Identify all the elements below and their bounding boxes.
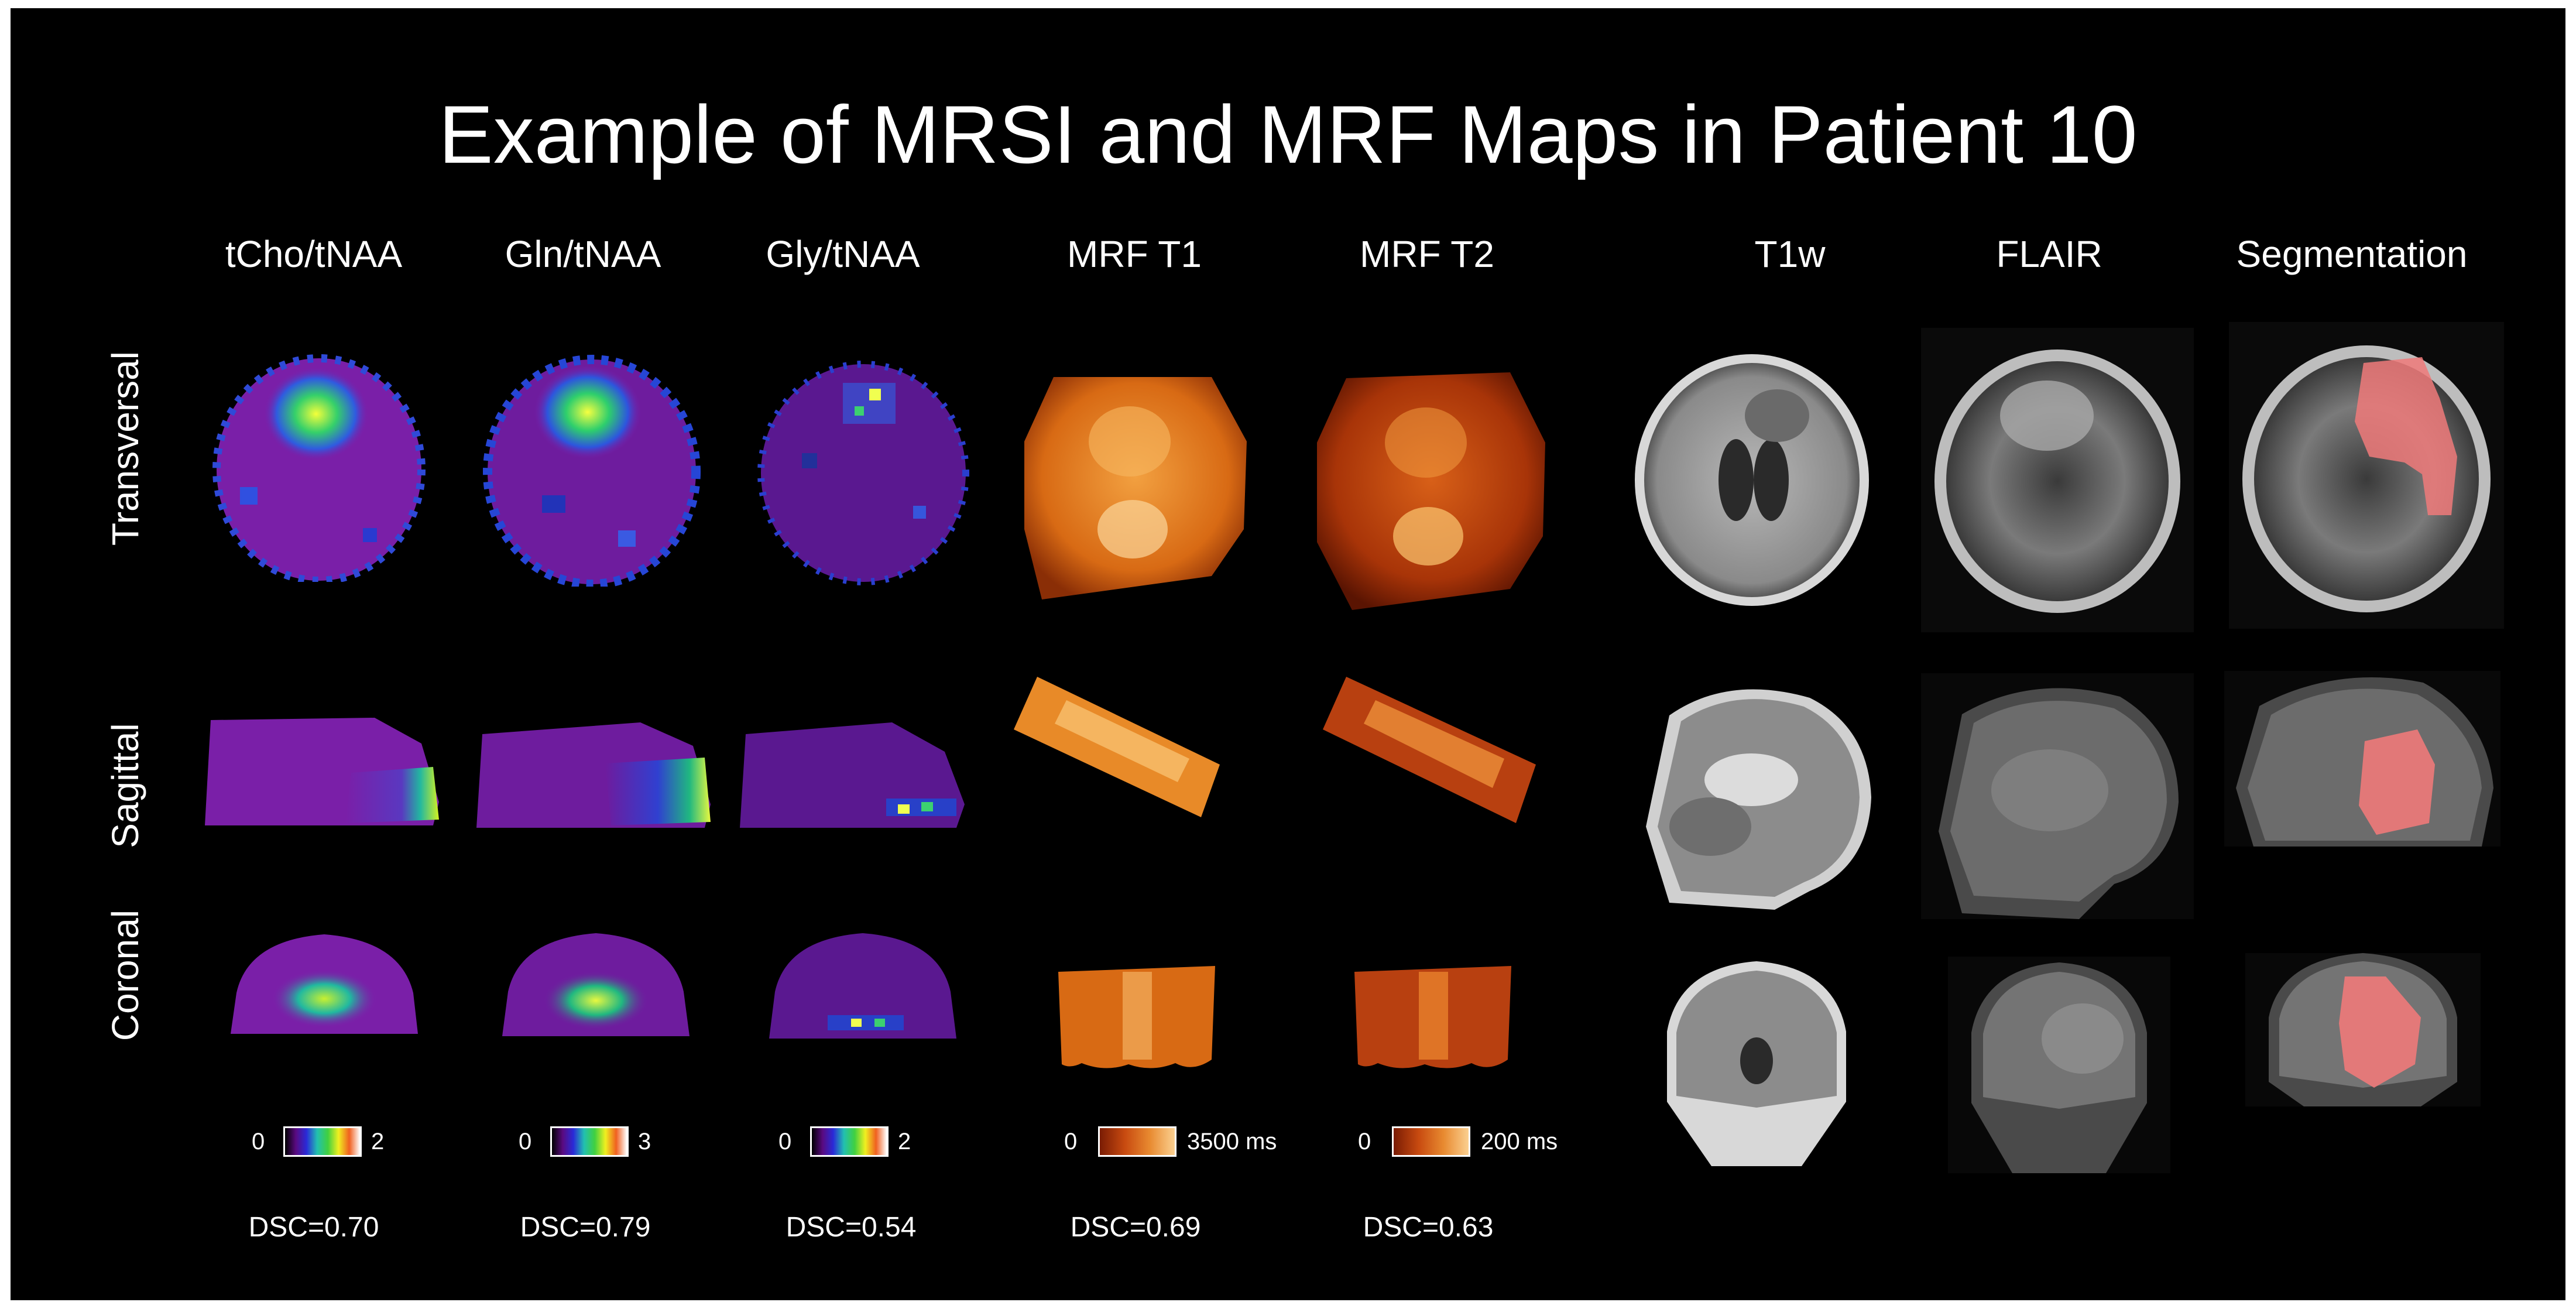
colorbar-gln: 0 3	[519, 1118, 671, 1165]
colorbar-gly: 0 2	[778, 1118, 931, 1165]
colorbar-gly-gradient	[810, 1126, 889, 1157]
image-t1w-sagittal	[1634, 680, 1874, 910]
map-tcho-sagittal	[199, 708, 440, 825]
dsc-gly: DSC=0.54	[786, 1212, 917, 1243]
map-mrf-t2-coronal	[1354, 966, 1511, 1072]
colorbar-mrf-t2: 0 200 ms	[1358, 1118, 1592, 1165]
colorbar-mrf-t1-gradient	[1098, 1126, 1176, 1157]
image-t1w-transversal	[1631, 351, 1873, 609]
row-label-sagittal: Sagittal	[104, 723, 146, 848]
image-segmentation-coronal	[2245, 953, 2481, 1106]
column-label-segmentation: Segmentation	[2236, 233, 2468, 275]
map-tcho-coronal	[225, 934, 425, 1042]
image-segmentation-sagittal	[2224, 671, 2500, 847]
dsc-mrf-t2: DSC=0.63	[1363, 1212, 1494, 1243]
row-label-coronal: Coronal	[104, 909, 146, 1041]
colorbar-gly-max: 2	[898, 1129, 911, 1154]
colorbar-gln-gradient	[550, 1126, 629, 1157]
colorbar-mrf-t1-min: 0	[1064, 1129, 1078, 1154]
figure-panel: Example of MRSI and MRF Maps in Patient …	[11, 8, 2565, 1300]
colorbar-mrf-t1-max: 3500 ms	[1187, 1129, 1277, 1154]
map-gly-coronal	[763, 933, 962, 1048]
figure-title: Example of MRSI and MRF Maps in Patient …	[438, 88, 2138, 180]
map-gly-transversal	[749, 359, 977, 587]
image-flair-transversal	[1921, 328, 2194, 632]
colorbar-mrf-t1: 0 3500 ms	[1064, 1118, 1298, 1165]
image-t1w-coronal	[1644, 961, 1870, 1166]
map-gln-transversal	[478, 355, 706, 587]
column-label-flair: FLAIR	[1996, 233, 2102, 275]
map-gln-coronal	[496, 933, 695, 1044]
map-mrf-t2-transversal	[1311, 355, 1548, 610]
map-tcho-transversal	[205, 352, 433, 582]
column-label-gln: Gln/tNAA	[505, 233, 661, 275]
dsc-gln: DSC=0.79	[520, 1212, 651, 1243]
colorbar-tcho: 0 2	[252, 1118, 404, 1165]
map-mrf-t2-sagittal	[1323, 677, 1536, 823]
image-segmentation-transversal	[2229, 322, 2504, 629]
map-mrf-t1-sagittal	[1014, 677, 1220, 817]
column-label-t1w: T1w	[1754, 233, 1826, 275]
map-mrf-t1-coronal	[1058, 966, 1215, 1072]
colorbar-mrf-t2-max: 200 ms	[1481, 1129, 1558, 1154]
column-label-gly: Gly/tNAA	[766, 233, 920, 275]
map-mrf-t1-transversal	[1018, 354, 1250, 599]
colorbar-gln-min: 0	[519, 1129, 532, 1154]
column-label-mrf-t2: MRF T2	[1360, 233, 1494, 275]
image-flair-sagittal	[1921, 673, 2194, 919]
column-label-tcho: tCho/tNAA	[225, 233, 403, 275]
colorbar-gly-min: 0	[778, 1129, 792, 1154]
map-gln-sagittal	[471, 717, 711, 828]
colorbar-mrf-t2-min: 0	[1358, 1129, 1371, 1154]
colorbar-tcho-gradient	[283, 1126, 362, 1157]
row-label-transversal: Transversal	[104, 351, 146, 546]
colorbar-tcho-max: 2	[371, 1129, 385, 1154]
map-gly-sagittal	[734, 717, 965, 828]
colorbar-tcho-min: 0	[252, 1129, 265, 1154]
colorbar-mrf-t2-gradient	[1392, 1126, 1470, 1157]
dsc-tcho: DSC=0.70	[248, 1212, 379, 1243]
column-label-mrf-t1: MRF T1	[1067, 233, 1202, 275]
image-flair-coronal	[1948, 957, 2170, 1173]
colorbar-gln-max: 3	[638, 1129, 651, 1154]
dsc-mrf-t1: DSC=0.69	[1070, 1212, 1201, 1243]
